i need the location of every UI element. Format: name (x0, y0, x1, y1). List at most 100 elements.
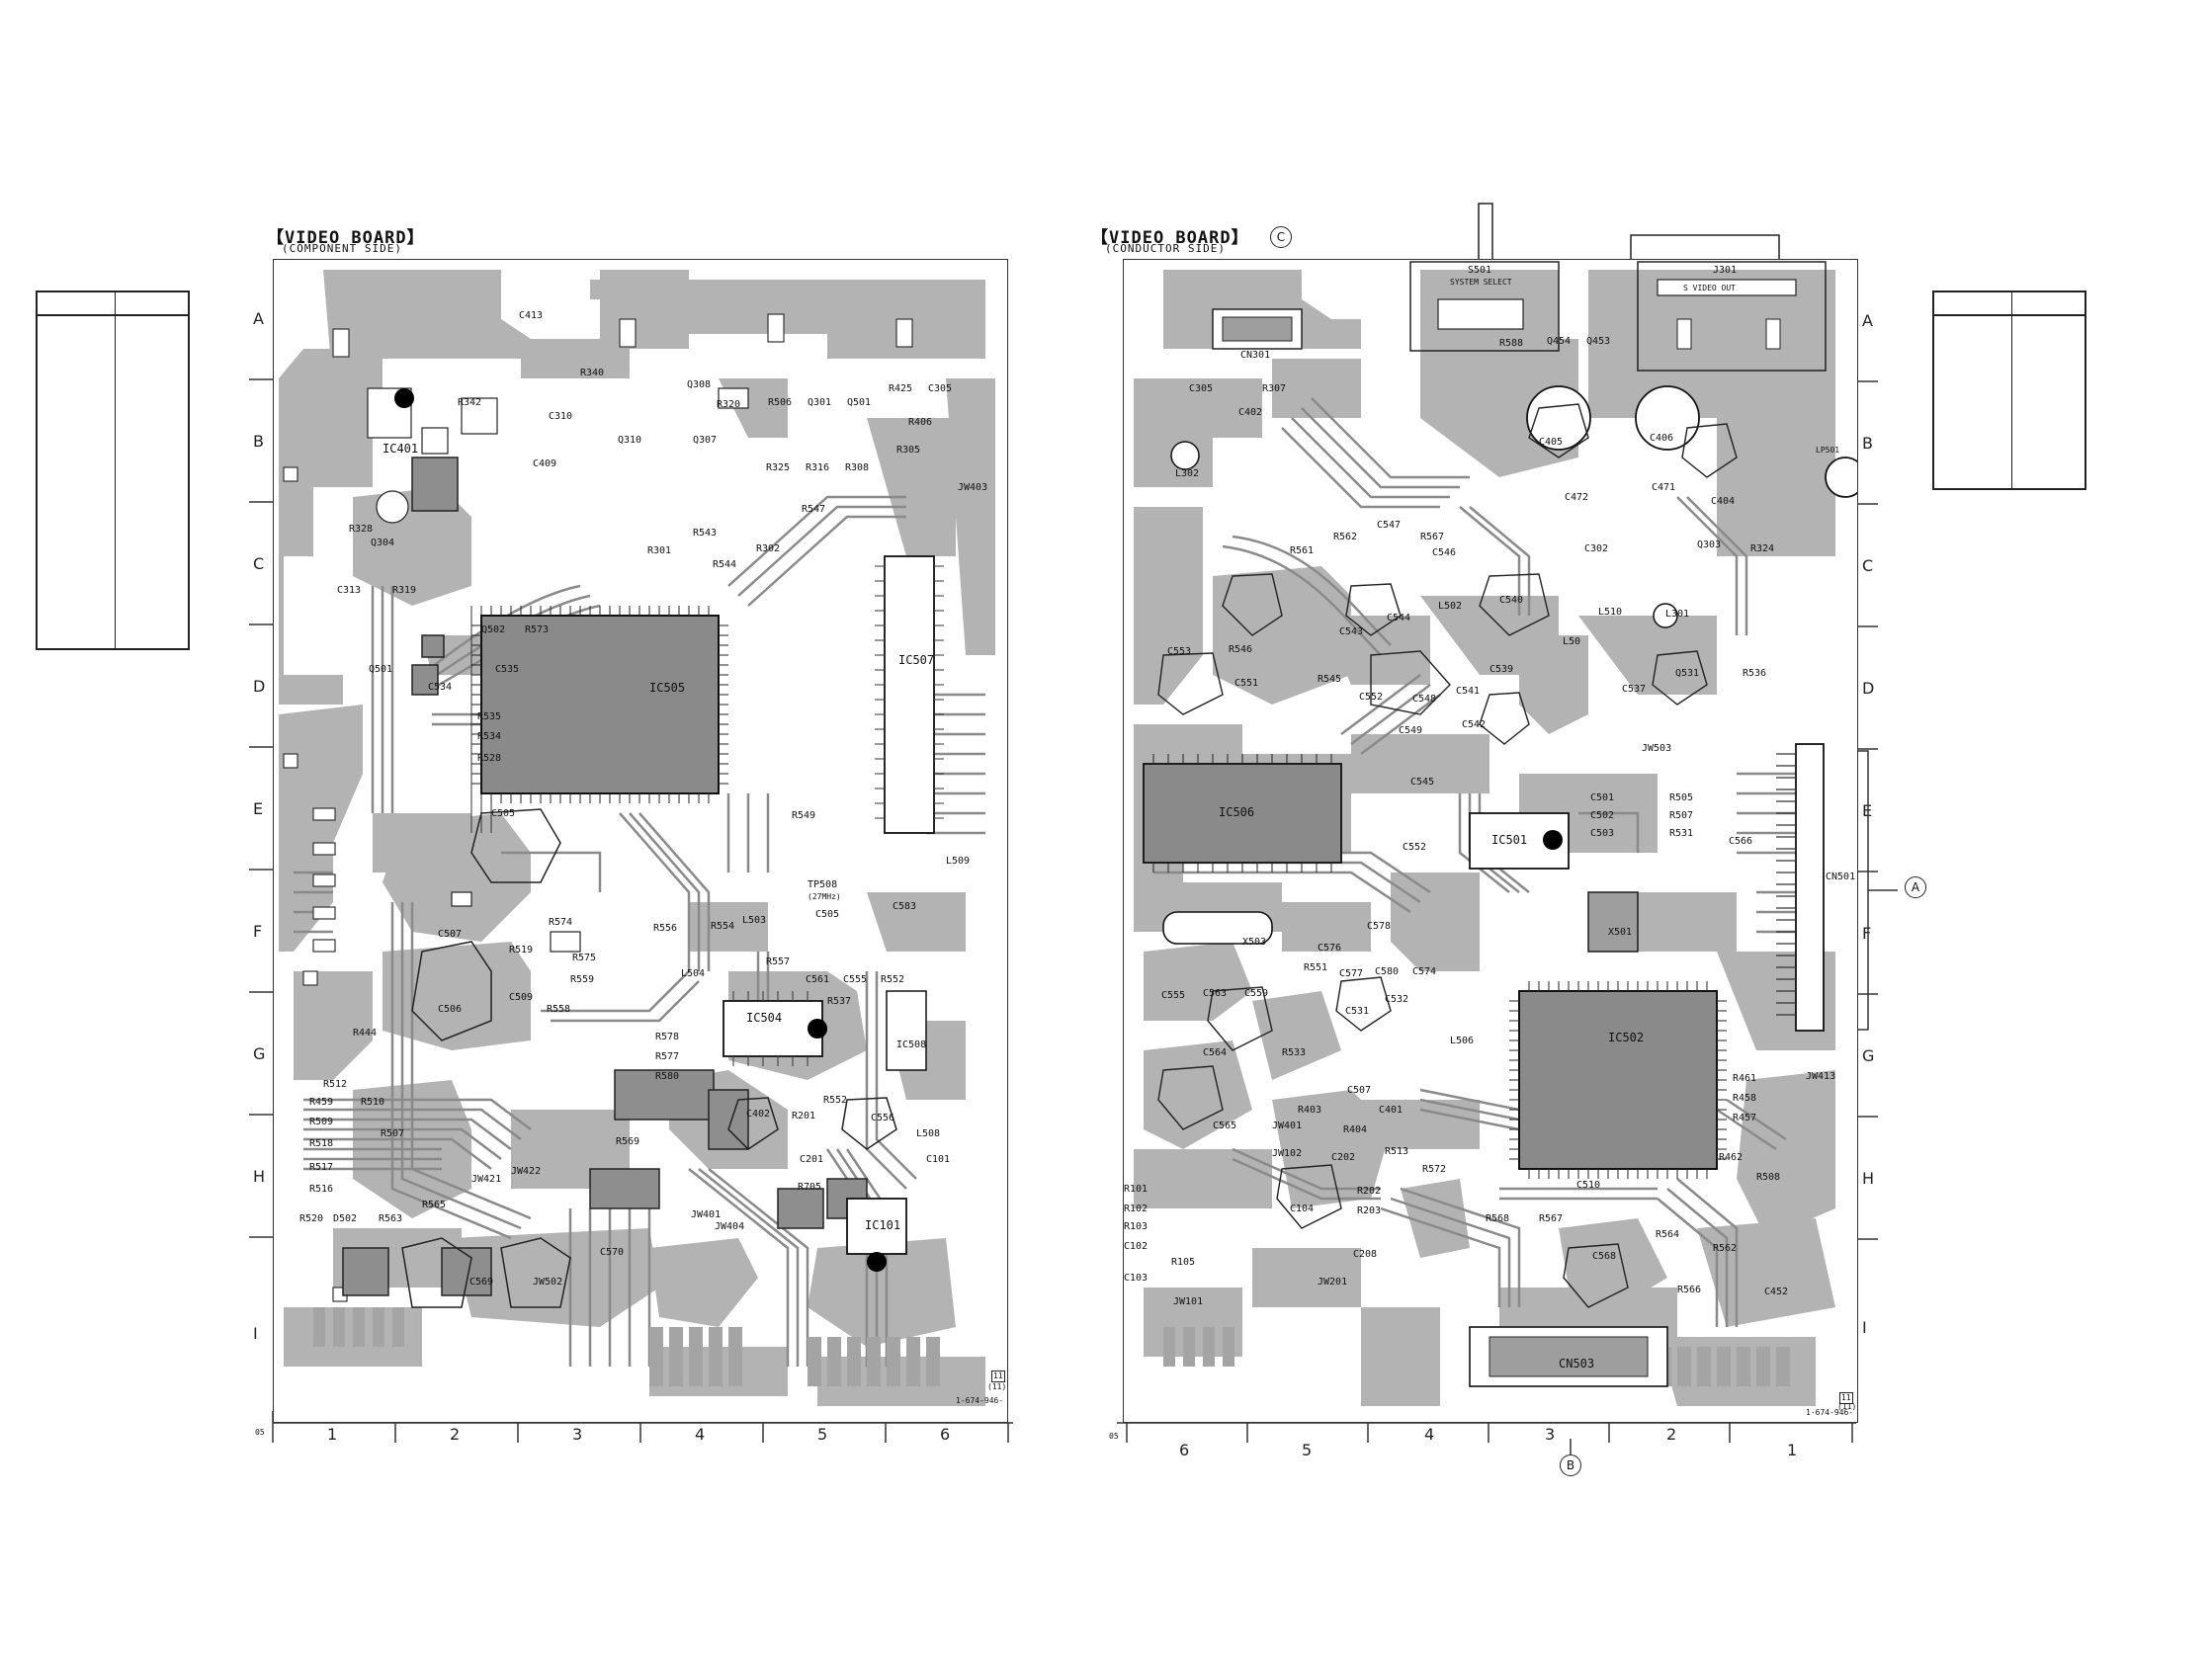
component-label: R556 (653, 923, 678, 934)
side-table-header (38, 292, 188, 316)
component-label: C563 (1203, 988, 1228, 999)
component-label: C566 (1729, 836, 1753, 847)
component-label: Q501 (847, 397, 872, 408)
component-label: R102 (1124, 1204, 1149, 1214)
component-label: R328 (349, 524, 374, 535)
col-label: 1 (327, 1425, 338, 1444)
left-side-table (36, 291, 190, 650)
component-label: L502 (1438, 601, 1463, 612)
component-label: C578 (1367, 921, 1392, 932)
component-label: R403 (1298, 1105, 1322, 1116)
row-label: F (1862, 924, 1872, 943)
component-label: C555 (1161, 990, 1186, 1001)
component-label: L509 (946, 856, 971, 867)
right-side-table (1932, 291, 2086, 490)
component-label: IC506 (1219, 805, 1255, 819)
component-label: C402 (746, 1109, 771, 1120)
component-label: R316 (806, 462, 830, 473)
component-label: C545 (1410, 777, 1435, 788)
component-label: R425 (889, 383, 913, 394)
component-label: R572 (1422, 1164, 1447, 1175)
col-label: 5 (817, 1425, 828, 1444)
component-label: R319 (392, 585, 417, 596)
left-corner-code: 05 (255, 1428, 265, 1437)
component-label: R201 (792, 1111, 816, 1122)
component-label: L301 (1665, 609, 1690, 620)
component-label: C531 (1345, 1006, 1370, 1017)
component-label: R507 (381, 1128, 405, 1139)
row-label: A (253, 309, 264, 328)
component-label: C503 (1590, 828, 1615, 839)
row-label: H (1862, 1169, 1875, 1188)
component-label: C577 (1339, 968, 1364, 979)
right-pcb-board: S501 SYSTEM SELECT J301 S VIDEO OUT LP50… (1123, 259, 1858, 1423)
component-label: R533 (1282, 1047, 1307, 1058)
right-top-protrusions (1478, 203, 1780, 261)
component-label: C305 (1189, 383, 1214, 394)
component-label: R513 (1385, 1146, 1409, 1157)
component-label: JW413 (1806, 1071, 1836, 1082)
component-label: R406 (908, 417, 933, 428)
component-label: C574 (1412, 966, 1437, 977)
component-label: R509 (309, 1117, 334, 1127)
component-label: R554 (711, 921, 735, 932)
component-label: C580 (1375, 966, 1400, 977)
component-label: C535 (495, 664, 520, 675)
component-label: R307 (1262, 383, 1287, 394)
component-label: R506 (768, 397, 793, 408)
component-label: R552 (881, 974, 905, 985)
component-label: C548 (1412, 694, 1437, 705)
component-label: R559 (570, 974, 595, 985)
component-label: R577 (655, 1051, 680, 1062)
component-label: C543 (1339, 626, 1364, 637)
component-label: C555 (843, 974, 868, 985)
component-label: IC508 (896, 1039, 927, 1050)
left-board-title: 【VIDEO BOARD】 (267, 228, 425, 248)
component-label: R516 (309, 1184, 334, 1195)
row-label: D (1862, 679, 1875, 698)
component-label: R325 (766, 462, 791, 473)
component-label: R324 (1750, 543, 1775, 554)
right-board-title: 【VIDEO BOARD】 (1091, 228, 1249, 248)
component-label: Q301 (808, 397, 832, 408)
component-label: C509 (509, 992, 534, 1003)
component-label: C452 (1764, 1287, 1789, 1297)
component-label: JW102 (1272, 1148, 1303, 1159)
component-label: R575 (572, 953, 597, 963)
component-label: R537 (827, 996, 852, 1007)
row-label: F (253, 922, 263, 941)
part-number: 1-674-946- (956, 1396, 1004, 1405)
col-label: 5 (1302, 1441, 1313, 1459)
left-pcb-artwork (279, 270, 995, 1406)
component-label: C102 (1124, 1241, 1149, 1252)
component-label: R508 (1756, 1172, 1781, 1183)
left-ruler (249, 378, 1013, 1443)
col-label: 2 (450, 1425, 461, 1444)
component-label: R536 (1743, 668, 1767, 679)
component-label: C553 (1167, 646, 1192, 657)
row-label: B (1862, 434, 1873, 453)
component-label: R534 (477, 731, 502, 742)
component-label: R308 (845, 462, 870, 473)
marker-b: B (1560, 1454, 1581, 1476)
component-label: R558 (547, 1004, 571, 1015)
component-label: R562 (1333, 532, 1358, 542)
component-label: IC505 (649, 681, 686, 695)
component-label: X503 (1242, 937, 1267, 948)
component-label: R565 (422, 1200, 447, 1210)
jack-sub: S VIDEO OUT (1683, 284, 1736, 292)
component-label: R569 (616, 1136, 640, 1147)
col-label: 2 (1666, 1425, 1677, 1444)
component-label: R545 (1318, 674, 1342, 685)
component-label: C505 (491, 808, 516, 819)
component-label: R459 (309, 1097, 334, 1108)
component-label: R103 (1124, 1221, 1149, 1232)
right-pcb-artwork (1134, 261, 1857, 1406)
tp-sub: (27MHz) (808, 892, 841, 901)
component-label: IC507 (898, 653, 935, 667)
pin1-marker (1543, 830, 1563, 850)
component-label: JW403 (958, 482, 988, 493)
component-label: R561 (1290, 545, 1315, 556)
component-label: C413 (519, 310, 544, 321)
component-label: C565 (1213, 1121, 1237, 1131)
